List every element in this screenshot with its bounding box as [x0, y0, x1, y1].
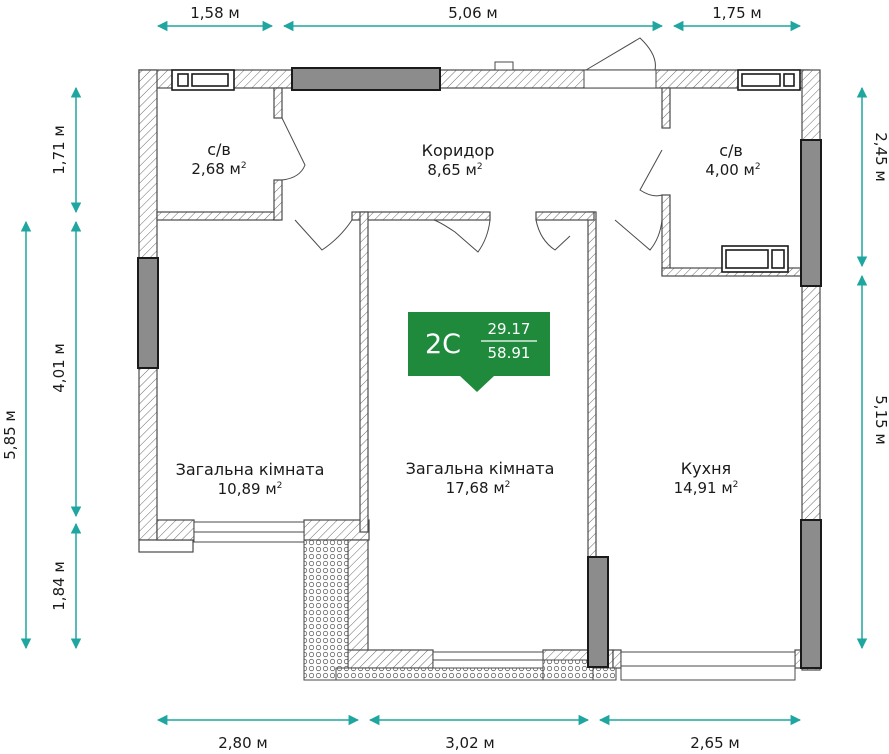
dim-top-1: 1,58 м: [190, 4, 239, 22]
dim-bottom-2: 3,02 м: [445, 734, 494, 752]
room-living-2: Загальна кімната 17,68 м2: [406, 459, 555, 497]
dim-left-inner-3: 1,84 м: [50, 561, 68, 610]
room-area: 2,68 м2: [191, 160, 246, 178]
room-name: Коридор: [422, 141, 495, 160]
dim-top-2: 5,06 м: [448, 4, 497, 22]
dim-right-1: 2,45 м: [872, 132, 889, 181]
balcony-ledge: [303, 539, 617, 681]
room-area: 17,68 м2: [446, 479, 511, 497]
room-name: Кухня: [681, 459, 731, 478]
room-bathroom-2: с/в 4,00 м2: [705, 141, 760, 179]
room-name: Загальна кімната: [176, 460, 325, 479]
room-name: с/в: [719, 141, 743, 160]
doors: [281, 37, 663, 253]
windows: [137, 67, 822, 669]
badge-total-area: 58.91: [488, 344, 531, 362]
room-bathroom-1: с/в 2,68 м2: [191, 140, 246, 178]
window-openings: [193, 69, 796, 681]
room-kitchen: Кухня 14,91 м2: [674, 459, 739, 497]
room-labels: с/в 2,68 м2 Коридор 8,65 м2 с/в 4,00 м2 …: [176, 140, 761, 498]
room-area: 4,00 м2: [705, 161, 760, 179]
badge-living-area: 29.17: [488, 320, 531, 338]
room-corridor: Коридор 8,65 м2: [422, 141, 495, 179]
dim-bottom-3: 2,65 м: [690, 734, 739, 752]
room-area: 10,89 м2: [218, 480, 283, 498]
dim-bottom-1: 2,80 м: [218, 734, 267, 752]
room-living-1: Загальна кімната 10,89 м2: [176, 460, 325, 498]
badge-background: [408, 312, 550, 392]
apartment-badge: 2С 29.17 58.91: [408, 312, 550, 392]
dimension-lines: [20, 20, 868, 726]
room-area: 8,65 м2: [427, 161, 482, 179]
dimension-labels: 1,58 м 5,06 м 1,75 м 2,80 м 3,02 м 2,65 …: [1, 4, 889, 752]
room-name: с/в: [207, 140, 231, 159]
room-area: 14,91 м2: [674, 479, 739, 497]
dim-right-2: 5,15 м: [872, 395, 889, 444]
dim-left-inner-2: 4,01 м: [50, 343, 68, 392]
riser: [494, 61, 514, 71]
dim-left-inner-1: 1,71 м: [50, 125, 68, 174]
badge-code: 2С: [425, 329, 461, 360]
room-name: Загальна кімната: [406, 459, 555, 478]
dim-left-outer: 5,85 м: [1, 410, 19, 459]
vent-units: [171, 69, 801, 273]
dim-top-3: 1,75 м: [712, 4, 761, 22]
